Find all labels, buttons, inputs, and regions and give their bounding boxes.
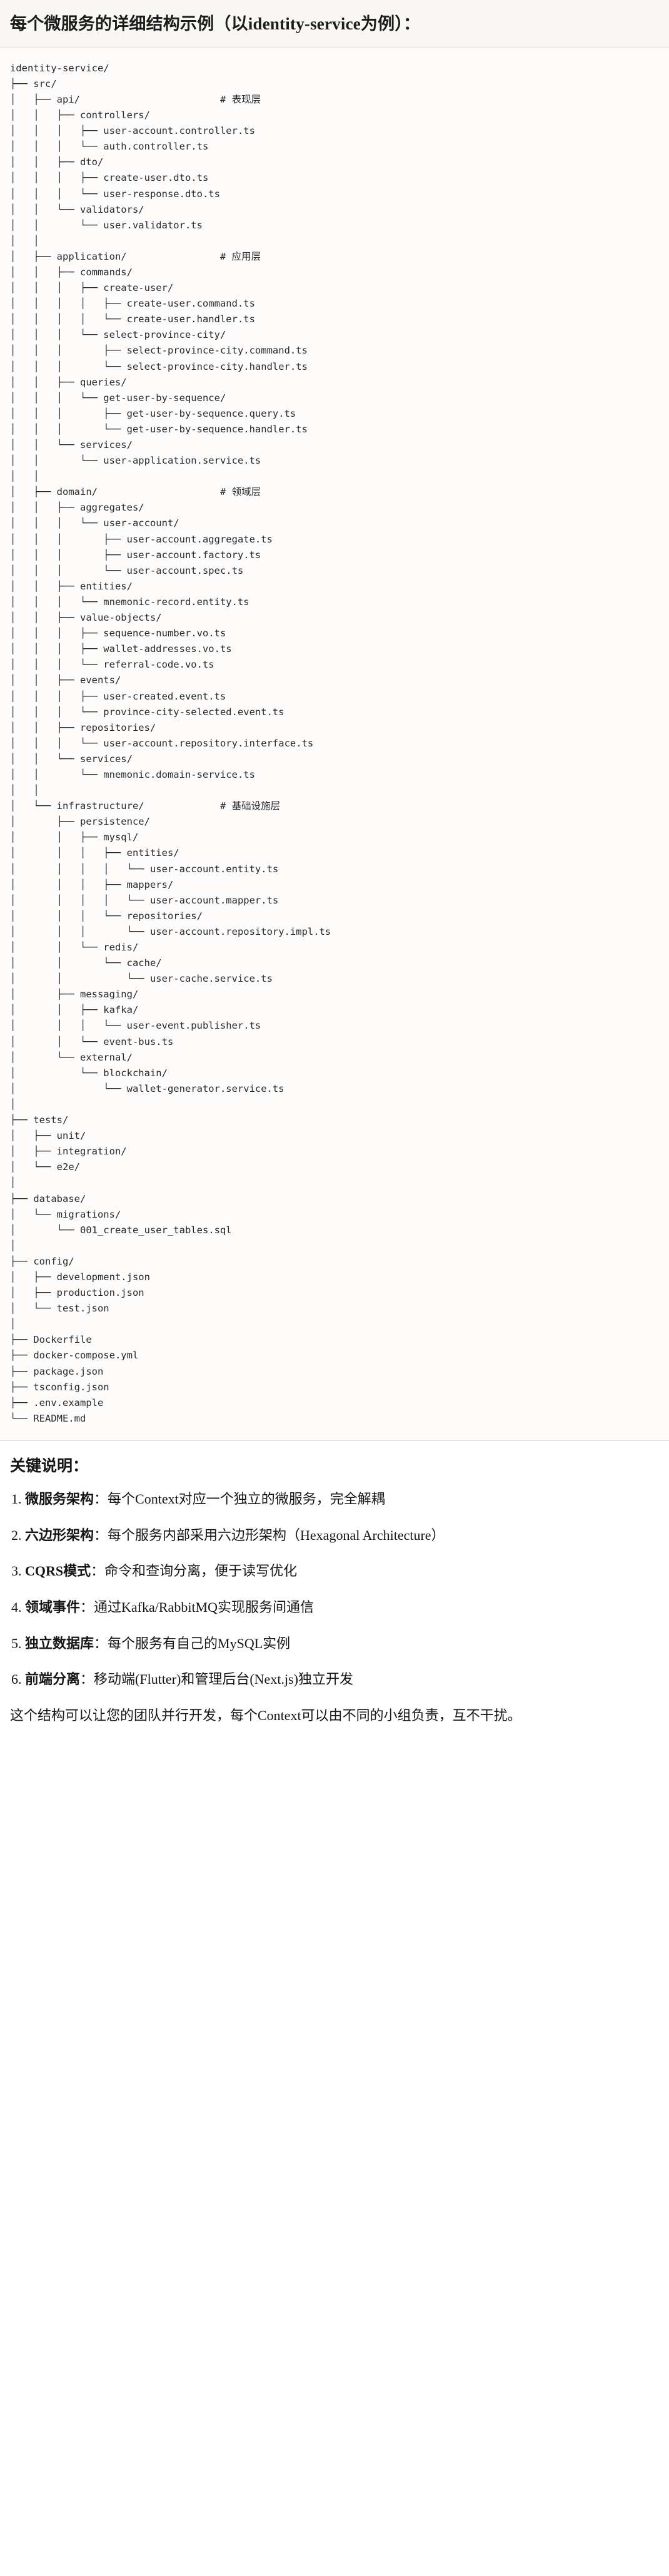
- note-separator: ：: [91, 1563, 105, 1579]
- key-notes-footer: 这个结构可以让您的团队并行开发，每个Context可以由不同的小组负责，互不干扰…: [10, 1708, 521, 1724]
- note-description: 每个服务有自己的MySQL实例: [108, 1635, 291, 1651]
- note-term: 前端分离: [25, 1671, 81, 1688]
- note-term: 微服务架构: [25, 1490, 94, 1507]
- note-separator: ：: [94, 1527, 108, 1543]
- note-description: 每个Context对应一个独立的微服务，完全解耦: [108, 1490, 385, 1507]
- note-number: 6.: [11, 1671, 22, 1688]
- note-term: 独立数据库: [25, 1635, 94, 1651]
- note-item: 5. 独立数据库：每个服务有自己的MySQL实例: [11, 1634, 659, 1653]
- note-number: 5.: [11, 1635, 22, 1651]
- note-description: 移动端(Flutter)和管理后台(Next.js)独立开发: [94, 1671, 353, 1688]
- header-band: 每个微服务的详细结构示例（以identity-service为例）：: [0, 0, 669, 48]
- note-number: 1.: [11, 1490, 22, 1507]
- note-description: 每个服务内部采用六边形架构（Hexagonal Architecture）: [108, 1527, 445, 1543]
- note-separator: ：: [80, 1671, 94, 1688]
- key-notes-block: 关键说明： 1. 微服务架构：每个Context对应一个独立的微服务，完全解耦 …: [0, 1440, 669, 1737]
- directory-tree: identity-service/ ├── src/ │ ├── api/ # …: [10, 62, 331, 1424]
- note-item: 6. 前端分离：移动端(Flutter)和管理后台(Next.js)独立开发: [11, 1670, 659, 1689]
- note-description: 命令和查询分离，便于读写优化: [104, 1563, 298, 1579]
- note-item: 3. CQRS模式：命令和查询分离，便于读写优化: [11, 1562, 659, 1581]
- key-notes-list: 1. 微服务架构：每个Context对应一个独立的微服务，完全解耦 2. 六边形…: [10, 1490, 659, 1689]
- directory-tree-block: identity-service/ ├── src/ │ ├── api/ # …: [0, 48, 669, 1441]
- note-separator: ：: [80, 1599, 94, 1615]
- note-number: 2.: [11, 1527, 22, 1543]
- note-number: 4.: [11, 1599, 22, 1615]
- note-separator: ：: [94, 1490, 108, 1507]
- note-term: 六边形架构: [25, 1527, 94, 1543]
- note-description: 通过Kafka/RabbitMQ实现服务间通信: [94, 1599, 314, 1615]
- document-page: 每个微服务的详细结构示例（以identity-service为例）： ident…: [0, 0, 669, 1737]
- note-term: 领域事件: [25, 1599, 81, 1615]
- note-term: CQRS模式: [25, 1563, 91, 1579]
- note-number: 3.: [11, 1563, 22, 1579]
- note-separator: ：: [94, 1635, 108, 1651]
- page-title: 每个微服务的详细结构示例（以identity-service为例）：: [10, 14, 421, 33]
- note-item: 1. 微服务架构：每个Context对应一个独立的微服务，完全解耦: [11, 1490, 659, 1509]
- note-item: 4. 领域事件：通过Kafka/RabbitMQ实现服务间通信: [11, 1598, 659, 1617]
- key-notes-heading: 关键说明：: [10, 1457, 89, 1475]
- note-item: 2. 六边形架构：每个服务内部采用六边形架构（Hexagonal Archite…: [11, 1526, 659, 1545]
